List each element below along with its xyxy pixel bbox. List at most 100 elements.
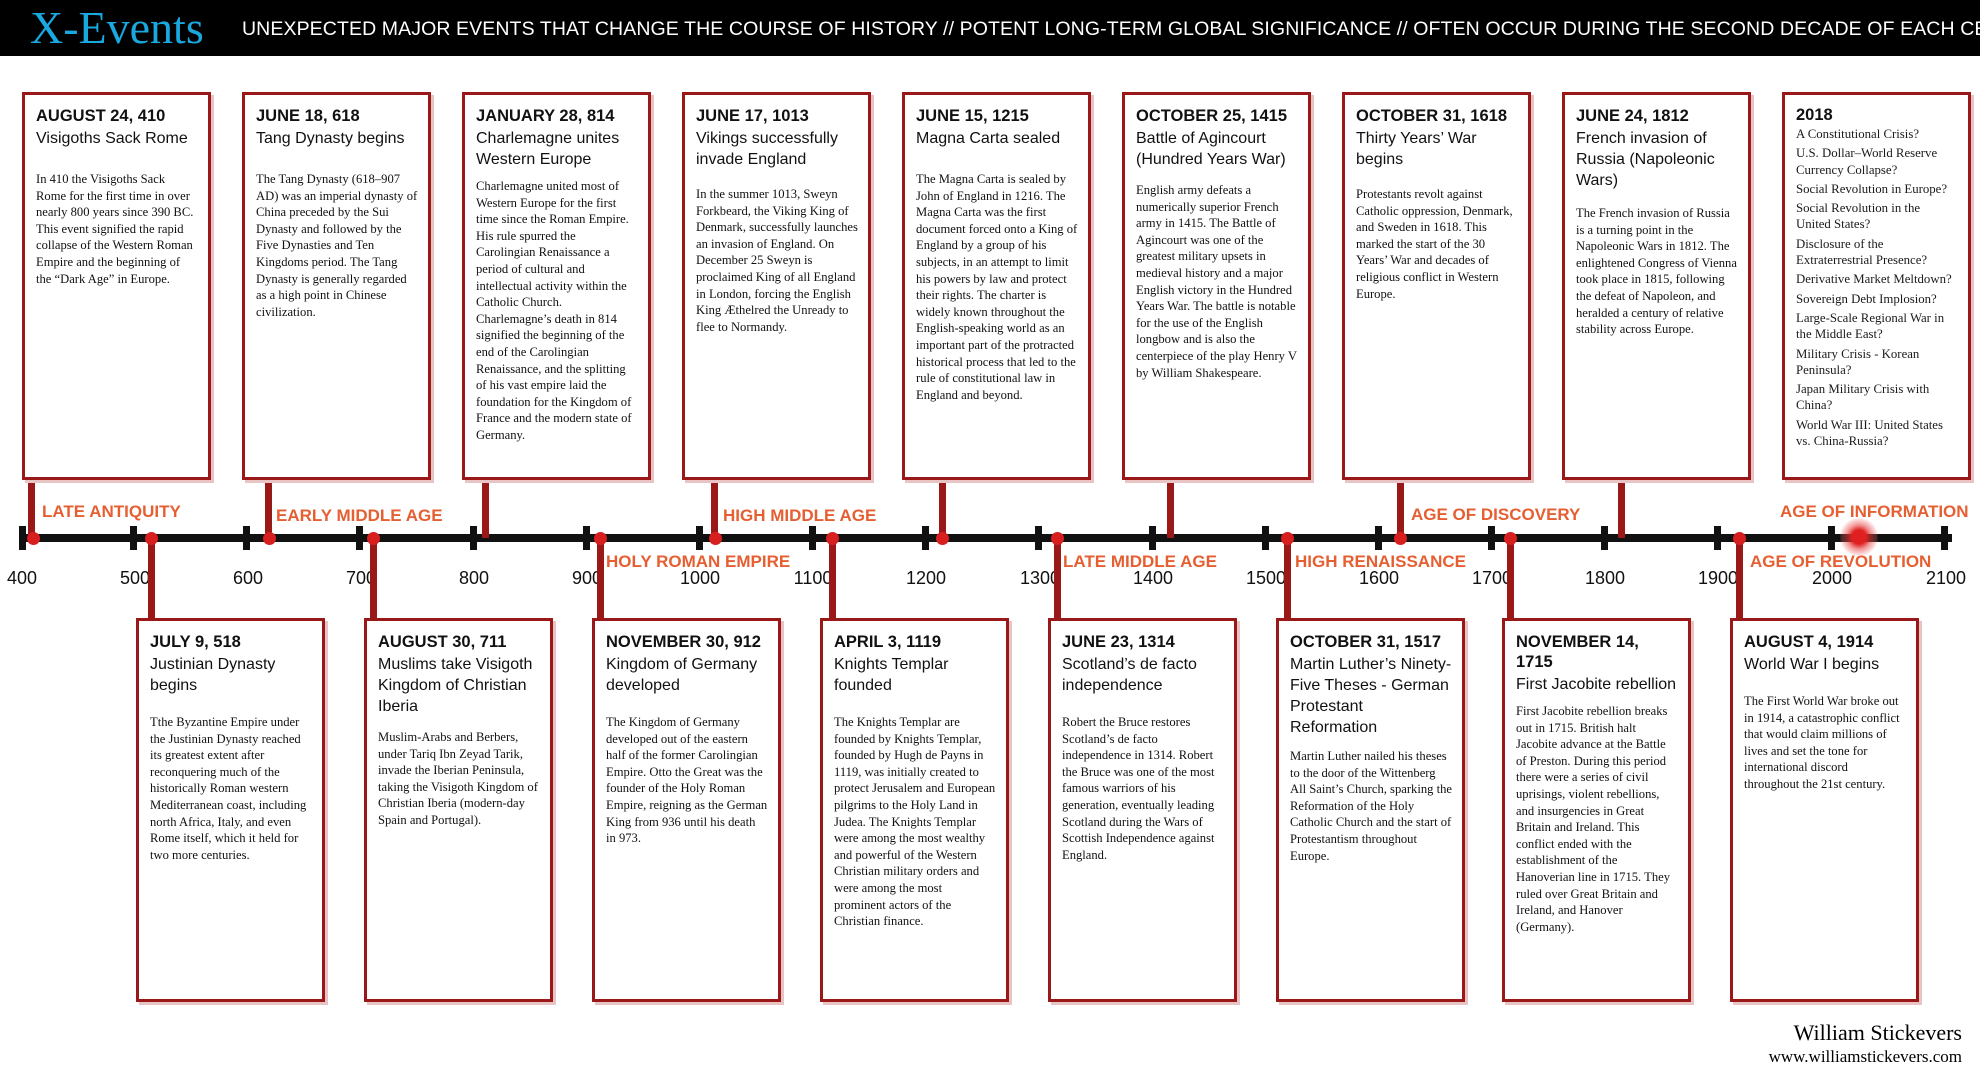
era-label: EARLY MIDDLE AGE xyxy=(276,506,443,525)
event-dot xyxy=(366,531,380,545)
list-item: A Constitutional Crisis? xyxy=(1796,127,1920,141)
event-date: OCTOBER 25, 1415 xyxy=(1136,107,1288,125)
event-card[interactable]: JUNE 17, 1013 Vikings successfully invad… xyxy=(682,92,871,480)
author-name: William Stickevers xyxy=(1793,1020,1962,1045)
event-description: Muslim-Arabs and Berbers, under Tariq Ib… xyxy=(378,730,538,827)
event-card[interactable]: AUGUST 30, 711 Muslims take Visigoth Kin… xyxy=(364,618,553,1002)
year-label: 700 xyxy=(345,568,377,588)
event-date: JUNE 15, 1215 xyxy=(916,107,1029,125)
event-card[interactable]: JUNE 18, 618 Tang Dynasty begins The Tan… xyxy=(242,92,431,480)
year-label: 2100 xyxy=(1925,568,1967,588)
event-description: First Jacobite rebellion breaks out in 1… xyxy=(1516,704,1671,934)
year-label: 1800 xyxy=(1584,568,1626,588)
event-description: Martin Luther nailed his theses to the d… xyxy=(1290,749,1452,863)
list-item: Sovereign Debt Implosion? xyxy=(1796,291,1937,306)
event-dot xyxy=(1503,531,1517,545)
tick xyxy=(1601,526,1608,550)
event-card[interactable]: JULY 9, 518 Justinian Dynasty begins Tth… xyxy=(136,618,325,1002)
list-item: U.S. Dollar–World Reserve Currency Colla… xyxy=(1796,146,1938,177)
event-card[interactable]: AUGUST 4, 1914 World War I begins The Fi… xyxy=(1730,618,1919,1002)
event-card[interactable]: NOVEMBER 14, 1715 First Jacobite rebelli… xyxy=(1502,618,1691,1002)
event-title: Magna Carta sealed xyxy=(916,130,1061,147)
event-title: World War I begins xyxy=(1744,656,1880,673)
event-description: Tthe Byzantine Empire under the Justinia… xyxy=(150,715,307,862)
event-description: In the summer 1013, Sweyn Forkbeard, the… xyxy=(696,187,858,334)
year-label: 1400 xyxy=(1132,568,1174,588)
tick xyxy=(1149,526,1156,550)
tick xyxy=(1035,526,1042,550)
event-card-2018[interactable]: 2018 A Constitutional Crisis? U.S. Dolla… xyxy=(1782,92,1971,480)
list-item: Derivative Market Meltdown? xyxy=(1796,272,1952,287)
event-date: NOVEMBER 30, 912 xyxy=(606,633,761,651)
event-date: AUGUST 24, 410 xyxy=(36,107,166,125)
event-title: Thirty Years’ War begins xyxy=(1356,130,1477,168)
event-card[interactable]: JUNE 24, 1812 French invasion of Russia … xyxy=(1562,92,1751,480)
event-description: The Tang Dynasty (618–907 AD) was an imp… xyxy=(256,172,418,319)
year-label: 1500 xyxy=(1245,568,1287,588)
tick xyxy=(243,526,250,550)
list-item: Disclosure of the Extraterrestrial Prese… xyxy=(1796,236,1928,268)
year-label: 600 xyxy=(232,568,264,588)
event-dot xyxy=(1393,531,1407,545)
event-card[interactable]: APRIL 3, 1119 Knights Templar founded Th… xyxy=(820,618,1009,1002)
event-title: Visigoths Sack Rome xyxy=(36,130,188,147)
event-description: Robert the Bruce restores Scotland’s de … xyxy=(1062,715,1215,862)
event-card[interactable]: OCTOBER 31, 1618 Thirty Years’ War begin… xyxy=(1342,92,1531,480)
connector-stem xyxy=(1618,478,1625,538)
event-date: 2018 xyxy=(1796,106,1833,124)
event-date: OCTOBER 31, 1517 xyxy=(1290,633,1442,651)
event-dot xyxy=(1280,531,1294,545)
present-glow-dot xyxy=(1840,518,1878,556)
event-card[interactable]: OCTOBER 31, 1517 Martin Luther’s Ninety-… xyxy=(1276,618,1465,1002)
logo: X-Events xyxy=(30,2,204,53)
tick xyxy=(1375,526,1382,550)
connector-stem xyxy=(939,478,946,538)
year-label: 800 xyxy=(458,568,490,588)
list-item: Large-Scale Regional War in the Middle E… xyxy=(1796,310,1945,342)
tick xyxy=(130,526,137,550)
event-title: Justinian Dynasty begins xyxy=(150,656,276,694)
era-label: LATE MIDDLE AGE xyxy=(1063,552,1217,571)
tick xyxy=(1488,526,1495,550)
era-label: HIGH MIDDLE AGE xyxy=(723,506,877,525)
list-item: Social Revolution in Europe? xyxy=(1796,181,1948,196)
event-date: NOVEMBER 14, 1715 xyxy=(1516,633,1639,671)
tagline: UNEXPECTED MAJOR EVENTS THAT CHANGE THE … xyxy=(242,18,1980,40)
connector-stem xyxy=(1507,538,1514,622)
connector-stem xyxy=(1054,538,1061,622)
event-title: Charlemagne unites Western Europe xyxy=(476,130,620,168)
list-item: Japan Military Crisis with China? xyxy=(1796,382,1930,413)
event-dot xyxy=(262,531,276,545)
author-url[interactable]: www.williamstickevers.com xyxy=(1768,1047,1962,1066)
event-date: AUGUST 30, 711 xyxy=(378,633,507,651)
year-label: 1600 xyxy=(1358,568,1400,588)
connector-stem xyxy=(28,478,35,538)
event-dot xyxy=(708,531,722,545)
event-description: The Kingdom of Germany developed out of … xyxy=(606,715,768,846)
year-label: 1300 xyxy=(1019,568,1061,588)
event-card[interactable]: JUNE 15, 1215 Magna Carta sealed The Mag… xyxy=(902,92,1091,480)
timeline-axis xyxy=(22,534,1952,542)
event-dot xyxy=(825,531,839,545)
event-description: Protestants revolt against Catholic oppr… xyxy=(1356,187,1513,301)
event-description: In 410 the Visigoths Sack Rome for the f… xyxy=(36,172,194,286)
era-label: AGE OF REVOLUTION xyxy=(1750,552,1932,571)
year-label: 2000 xyxy=(1811,568,1853,588)
tick xyxy=(583,526,590,550)
year-label: 1200 xyxy=(905,568,947,588)
event-date: APRIL 3, 1119 xyxy=(834,633,942,651)
tick xyxy=(1714,526,1721,550)
event-card[interactable]: OCTOBER 25, 1415 Battle of Agincourt (Hu… xyxy=(1122,92,1311,480)
year-label: 500 xyxy=(119,568,151,588)
connector-stem xyxy=(1397,478,1404,538)
tick xyxy=(470,526,477,550)
event-description: English army defeats a numerically super… xyxy=(1136,183,1297,380)
year-label: 400 xyxy=(6,568,38,588)
event-card[interactable]: JANUARY 28, 814 Charlemagne unites Weste… xyxy=(462,92,651,480)
event-card[interactable]: AUGUST 24, 410 Visigoths Sack Rome In 41… xyxy=(22,92,211,480)
event-description: The Magna Carta is sealed by John of Eng… xyxy=(916,172,1078,402)
event-card[interactable]: NOVEMBER 30, 912 Kingdom of Germany deve… xyxy=(592,618,781,1002)
tick xyxy=(922,526,929,550)
tick xyxy=(1941,526,1948,550)
event-card[interactable]: JUNE 23, 1314 Scotland’s de facto indepe… xyxy=(1048,618,1237,1002)
